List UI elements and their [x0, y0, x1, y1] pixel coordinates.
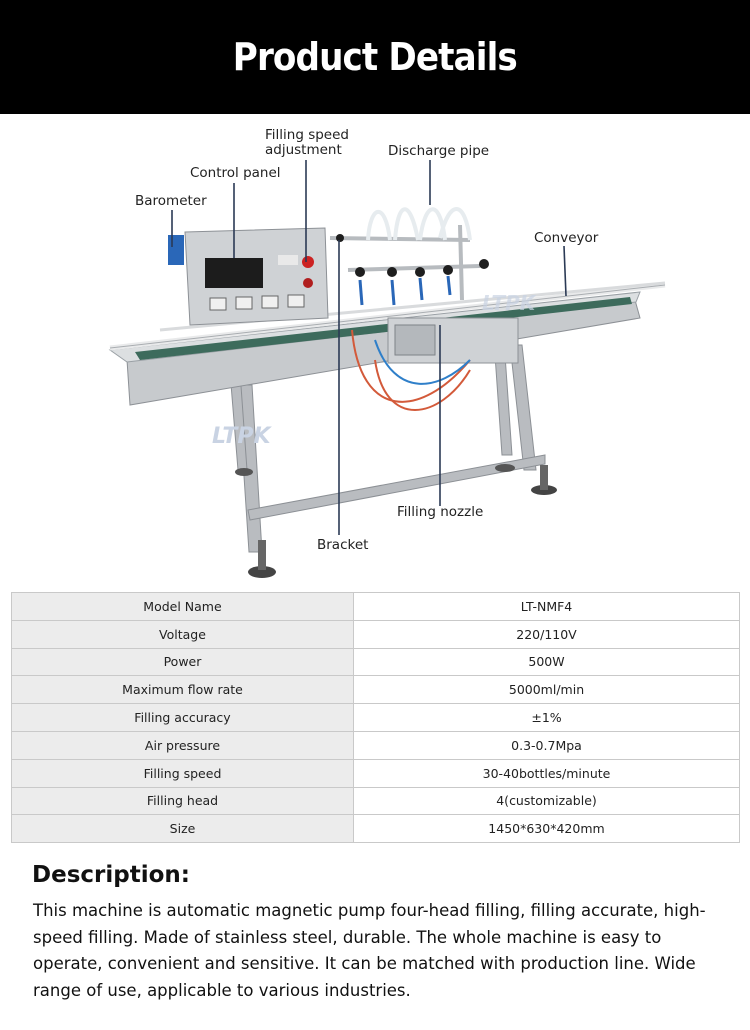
watermark: LTPK — [212, 424, 273, 449]
spec-key: Filling accuracy — [11, 703, 354, 732]
callout-bracket: Bracket — [317, 537, 369, 553]
spec-key: Maximum flow rate — [11, 675, 354, 705]
description-title: Description: — [32, 862, 190, 888]
callout-discharge-pipe: Discharge pipe — [388, 143, 490, 159]
spec-key: Filling speed — [11, 758, 354, 788]
callout-barometer: Barometer — [135, 193, 207, 209]
watermark: LTPK — [482, 291, 537, 315]
header-banner: Product Details — [0, 0, 750, 114]
callout-filling-nozzle: Filling nozzle — [397, 504, 484, 520]
spec-value: 0.3-0.7Mpa — [353, 730, 740, 760]
spec-value: 500W — [353, 647, 740, 677]
description-body: This machine is automatic magnetic pump … — [33, 901, 706, 1000]
callout-control-panel: Control panel — [190, 165, 281, 181]
spec-key: Air pressure — [11, 730, 354, 760]
spec-value: ±1% — [353, 703, 740, 732]
spec-key: Filling head — [11, 786, 354, 816]
page-title: Product Details — [232, 35, 518, 79]
machine-photo: LTPK LTPK — [108, 160, 666, 578]
spec-key: Model Name — [11, 592, 354, 621]
spec-value: 220/110V — [353, 619, 740, 649]
spec-value: 5000ml/min — [353, 675, 740, 705]
table-row: Filling accuracy±1% — [11, 703, 740, 732]
spec-key: Size — [11, 814, 354, 844]
callout-filling-speed-line1: Filling speed — [265, 127, 349, 143]
spec-key: Voltage — [11, 619, 354, 649]
spec-value: 4(customizable) — [353, 786, 740, 816]
spec-key: Power — [11, 647, 354, 677]
spec-value: 1450*630*420mm — [353, 814, 740, 844]
callout-conveyor: Conveyor — [534, 230, 599, 246]
spec-value: LT-NMF4 — [353, 592, 740, 621]
callout-filling-speed-line2: adjustment — [265, 142, 342, 158]
spec-value: 30-40bottles/minute — [353, 758, 740, 788]
